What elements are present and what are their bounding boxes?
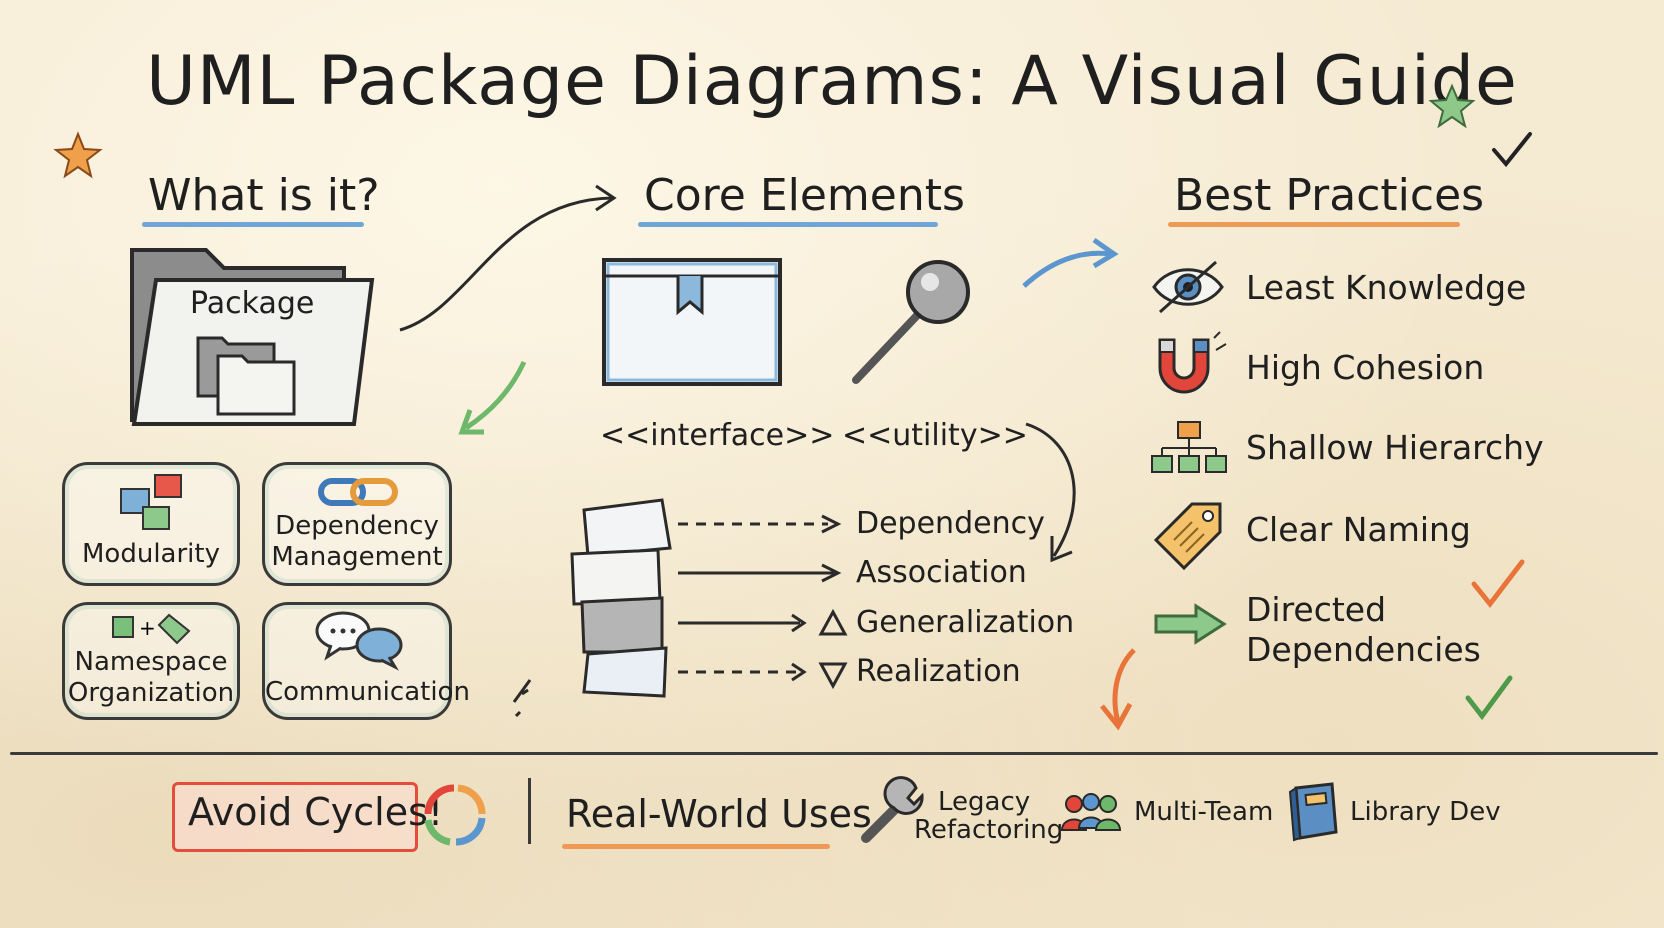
stacked-packages-icon bbox=[570, 498, 672, 698]
checkmark-icon bbox=[1471, 559, 1525, 609]
package-label: Package bbox=[190, 286, 315, 321]
utility-stereotype: <<utility>> bbox=[842, 418, 1028, 453]
footer-separator bbox=[528, 778, 531, 844]
real-world-uses-heading: Real-World Uses bbox=[566, 792, 872, 836]
heading-underline bbox=[1168, 222, 1460, 227]
relation-label-dependency: Dependency bbox=[856, 506, 1045, 541]
star-icon bbox=[53, 131, 103, 179]
checkmark-icon bbox=[1492, 132, 1532, 168]
avoid-cycles-label: Avoid Cycles! bbox=[188, 790, 444, 834]
card-label: Dependency bbox=[275, 511, 439, 541]
hierarchy-icon bbox=[1151, 421, 1227, 473]
realization-arrow bbox=[678, 662, 807, 682]
package-folder-icon bbox=[130, 248, 375, 426]
wrench-icon bbox=[861, 776, 924, 843]
utility-pin-icon bbox=[852, 260, 970, 384]
team-icon bbox=[1060, 793, 1122, 831]
avoid-cycles-box bbox=[172, 782, 418, 852]
use-label: Library Dev bbox=[1350, 797, 1501, 827]
heading-underline bbox=[638, 222, 938, 227]
cycle-icon bbox=[424, 784, 486, 846]
checkmark-icon bbox=[1465, 675, 1513, 721]
use-label: Legacy bbox=[938, 787, 1031, 817]
triangle-up-icon bbox=[818, 608, 848, 636]
what-is-it-heading: What is it? bbox=[148, 170, 380, 221]
association-arrow bbox=[678, 563, 842, 583]
heading-underline bbox=[142, 222, 364, 227]
book-icon bbox=[1288, 782, 1338, 842]
svg-text:+: + bbox=[139, 616, 156, 640]
generalization-arrow bbox=[678, 613, 807, 633]
eye-icon bbox=[1152, 260, 1224, 314]
namespace-tag-icon: + bbox=[112, 613, 191, 645]
best-practice-label: Shallow Hierarchy bbox=[1246, 428, 1544, 467]
relation-label-realization: Realization bbox=[856, 654, 1021, 689]
best-practices-heading: Best Practices bbox=[1174, 170, 1485, 221]
speech-bubbles-icon bbox=[315, 611, 403, 671]
relation-label-association: Association bbox=[856, 555, 1027, 590]
interface-stereotype: <<interface>> bbox=[600, 418, 835, 453]
relation-label-generalization: Generalization bbox=[856, 605, 1075, 640]
card-label: Management bbox=[271, 542, 443, 572]
puzzle-icon bbox=[120, 474, 182, 530]
card-label: Modularity bbox=[82, 539, 220, 569]
card-modularity: Modularity bbox=[62, 462, 240, 586]
best-practice-label: Clear Naming bbox=[1246, 510, 1471, 549]
best-practice-label: Least Knowledge bbox=[1246, 268, 1527, 307]
card-namespace-organization: + Namespace Organization bbox=[62, 602, 240, 720]
card-dependency-management: Dependency Management bbox=[262, 462, 452, 586]
dependency-arrow bbox=[678, 514, 842, 534]
star-icon bbox=[1428, 83, 1476, 129]
use-label: Multi-Team bbox=[1134, 797, 1274, 827]
chain-link-icon bbox=[318, 478, 398, 506]
page-title: UML Package Diagrams: A Visual Guide bbox=[146, 42, 1518, 121]
arrow-right-icon bbox=[1154, 603, 1227, 645]
interface-box-icon bbox=[602, 258, 782, 386]
best-practice-label: Dependencies bbox=[1246, 630, 1481, 669]
tag-icon bbox=[1153, 502, 1222, 571]
best-practice-label: High Cohesion bbox=[1246, 348, 1485, 387]
triangle-down-icon bbox=[818, 662, 848, 690]
core-elements-heading: Core Elements bbox=[644, 170, 965, 221]
card-label: Namespace bbox=[74, 647, 228, 677]
card-communication: Communication bbox=[262, 602, 470, 720]
best-practice-label: Directed bbox=[1246, 590, 1387, 629]
relation-arrows bbox=[678, 514, 842, 682]
card-label: Communication bbox=[265, 677, 470, 707]
magnet-icon bbox=[1158, 331, 1227, 394]
card-label: Organization bbox=[67, 678, 235, 708]
use-label: Refactoring bbox=[914, 815, 1064, 845]
footer-divider bbox=[10, 752, 1658, 755]
heading-underline bbox=[562, 844, 830, 849]
